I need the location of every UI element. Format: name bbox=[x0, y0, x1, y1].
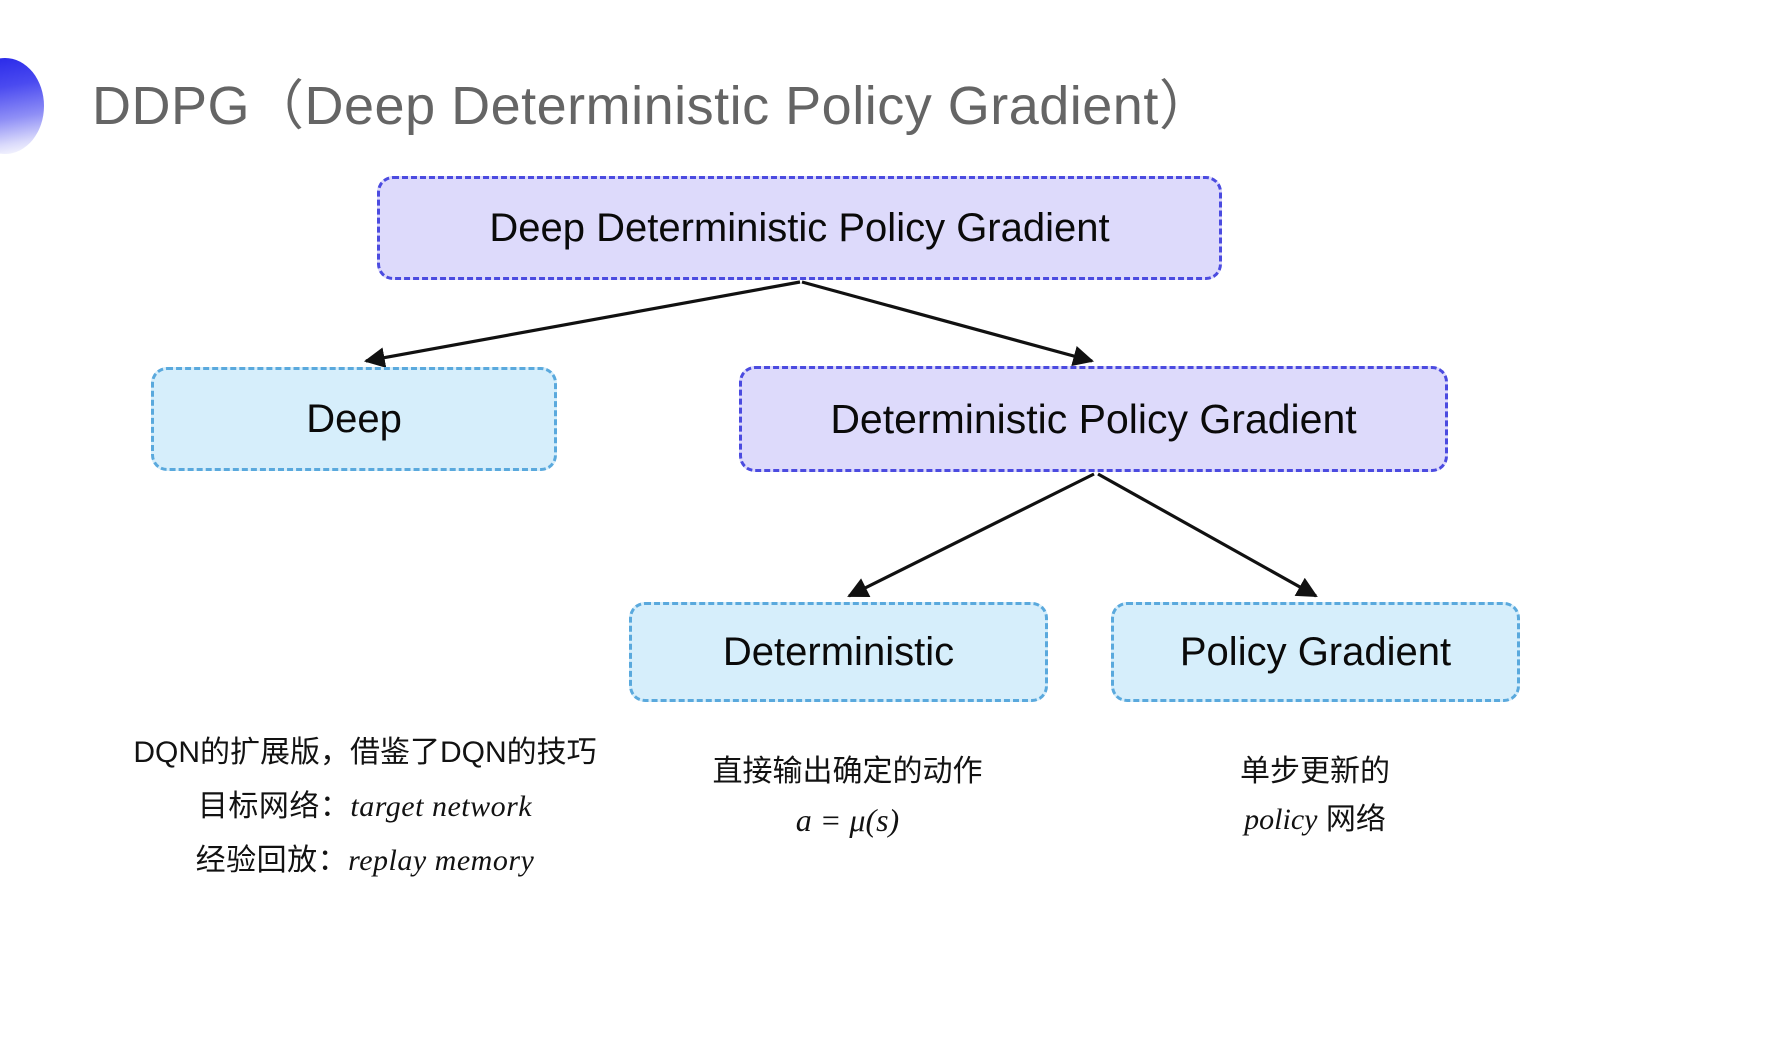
edge-dpg-to-policy-gradient bbox=[1097, 472, 1318, 598]
node-deterministic[interactable]: Deterministic bbox=[629, 602, 1048, 702]
annotation-policy-gradient-line1: 单步更新的 bbox=[1240, 755, 1390, 788]
annotation-deep: DQN的扩展版，借鉴了DQN的技巧 目标网络：target network 经验… bbox=[60, 726, 670, 888]
annotation-deterministic-line1: 直接输出确定的动作 bbox=[712, 755, 983, 788]
annotation-deep-line2-label: 目标网络： bbox=[197, 790, 351, 823]
annotation-deterministic: 直接输出确定的动作 a = μ(s) bbox=[640, 748, 1055, 844]
edge-root-to-deep bbox=[363, 280, 801, 368]
node-deterministic-policy-gradient[interactable]: Deterministic Policy Gradient bbox=[739, 366, 1448, 472]
annotation-deep-line3-label: 经验回放： bbox=[195, 844, 349, 877]
annotation-policy-gradient-line2: policy 网络 bbox=[1120, 796, 1510, 844]
edge-dpg-to-deterministic bbox=[847, 472, 1095, 598]
annotation-deep-line3-term: replay memory bbox=[348, 844, 535, 877]
annotation-deep-line2-term: target network bbox=[350, 790, 533, 823]
edge-root-to-dpg bbox=[801, 280, 1095, 367]
annotation-deep-line3: 经验回放：replay memory bbox=[60, 834, 670, 888]
annotation-deep-line1: DQN的扩展版，借鉴了DQN的技巧 bbox=[133, 736, 597, 769]
node-deep[interactable]: Deep bbox=[151, 367, 557, 471]
title-bullet-icon bbox=[0, 58, 44, 154]
annotation-policy-gradient-term: policy bbox=[1244, 803, 1318, 836]
annotation-deep-line2: 目标网络：target network bbox=[60, 780, 670, 834]
page-title: DDPG（Deep Deterministic Policy Gradient） bbox=[92, 76, 1214, 136]
annotation-policy-gradient: 单步更新的 policy 网络 bbox=[1120, 748, 1510, 844]
node-policy-gradient[interactable]: Policy Gradient bbox=[1111, 602, 1520, 702]
annotation-policy-gradient-suffix: 网络 bbox=[1317, 803, 1386, 836]
node-deep-deterministic-policy-gradient[interactable]: Deep Deterministic Policy Gradient bbox=[377, 176, 1222, 280]
annotation-deterministic-formula: a = μ(s) bbox=[795, 802, 900, 838]
